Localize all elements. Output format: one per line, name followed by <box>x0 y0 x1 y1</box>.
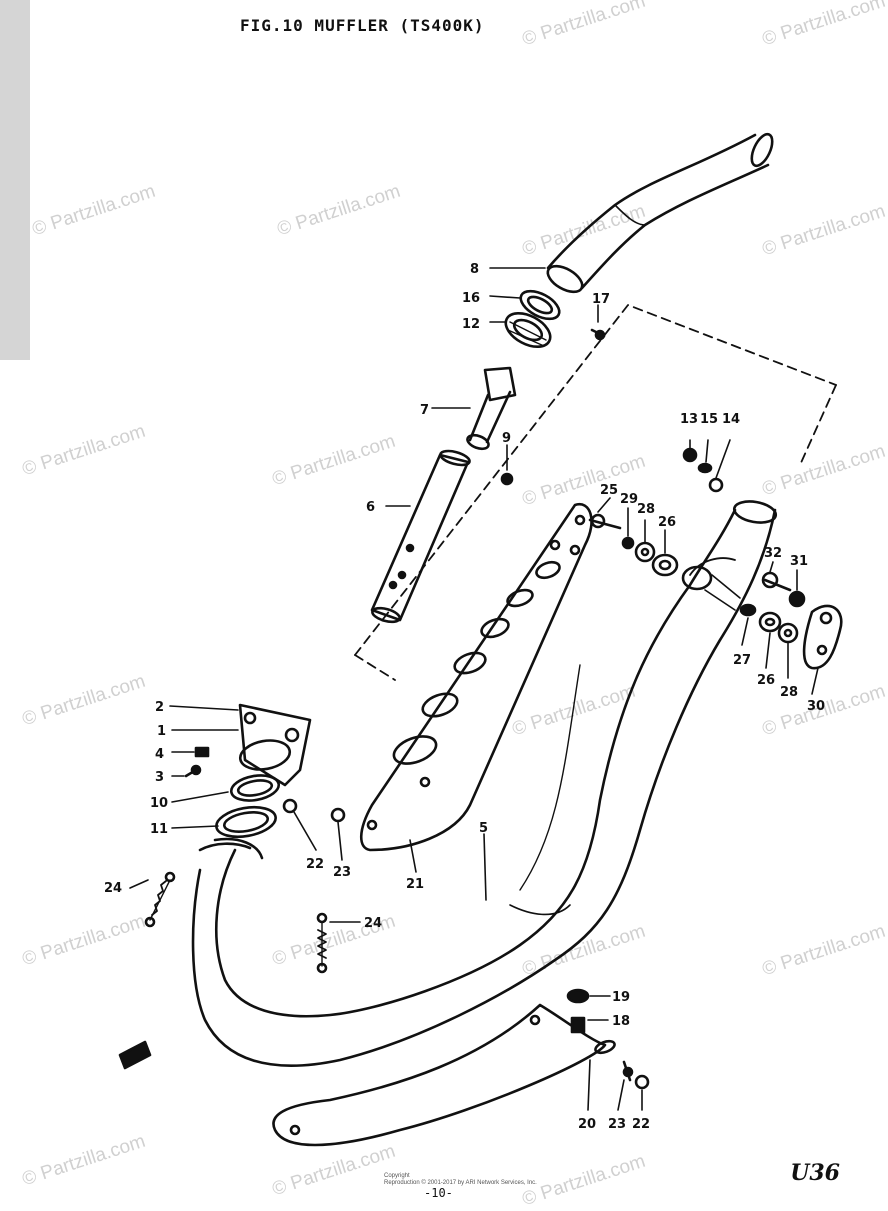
part-14-nut <box>708 477 724 493</box>
part-30-bracket <box>802 604 843 670</box>
callout-30: 30 <box>807 699 825 714</box>
dashed-frame <box>799 384 837 466</box>
callout-4: 4 <box>155 747 164 762</box>
part-18-bolt <box>570 1016 586 1034</box>
part-26-grommet <box>651 553 679 577</box>
callout-24: 24 <box>104 881 122 896</box>
part-24-spring <box>316 912 328 974</box>
part-29-washer <box>621 536 635 550</box>
callout-20: 20 <box>578 1117 596 1132</box>
callout-24b: 24 <box>364 916 382 931</box>
callout-26: 26 <box>658 515 676 530</box>
callout-13: 13 <box>680 412 698 427</box>
part-24-spring <box>144 871 176 928</box>
callout-23: 23 <box>333 865 351 880</box>
part-16-gasket <box>519 289 561 321</box>
part-11-gasket <box>215 805 277 839</box>
callout-17: 17 <box>592 292 610 307</box>
callout-27: 27 <box>733 653 751 668</box>
callout-12: 12 <box>462 317 480 332</box>
part-15-washer <box>697 462 713 474</box>
callout-18: 18 <box>612 1014 630 1029</box>
part-20-guard <box>272 1003 616 1147</box>
callout-25: 25 <box>600 483 618 498</box>
callout-28: 28 <box>637 502 655 517</box>
part-31-nut <box>788 590 806 608</box>
part-28-washer <box>634 541 656 563</box>
part-10-seal <box>229 774 281 802</box>
part-26-grommet-right <box>758 611 782 633</box>
callout-8: 8 <box>470 262 479 277</box>
callout-labels: 8 16 17 12 7 9 6 13 15 14 25 29 28 26 32… <box>104 262 825 1132</box>
callout-26b: 26 <box>757 673 775 688</box>
callout-11: 11 <box>150 822 168 837</box>
part-9-screw <box>500 472 514 486</box>
part-27-collar <box>739 603 757 617</box>
callout-2: 2 <box>155 700 164 715</box>
callout-1: 1 <box>157 724 166 739</box>
part-21-heat-shield <box>359 502 593 852</box>
part-12-spring-washer <box>504 311 552 349</box>
part-22-bolt <box>282 798 298 814</box>
callout-7: 7 <box>420 403 429 418</box>
callout-28b: 28 <box>780 685 798 700</box>
callout-23b: 23 <box>608 1117 626 1132</box>
callout-6: 6 <box>366 500 375 515</box>
scan-noise <box>0 0 30 360</box>
dashed-frame <box>354 304 837 656</box>
part-7-insert <box>466 366 517 451</box>
copyright-line: Reproduction © 2001-2017 by ARI Network … <box>384 1180 537 1186</box>
part-25-bolt <box>588 513 622 530</box>
callout-22b: 22 <box>632 1117 650 1132</box>
callout-16: 16 <box>462 291 480 306</box>
callout-5: 5 <box>479 821 488 836</box>
callout-22: 22 <box>306 857 324 872</box>
callout-14: 14 <box>722 412 740 427</box>
part-23-washer-lower <box>622 1060 634 1082</box>
callout-9: 9 <box>502 431 511 446</box>
dashed-frame <box>354 654 396 681</box>
part-3-stud <box>184 764 202 778</box>
front-arrow-icon <box>118 1040 152 1070</box>
callout-10: 10 <box>150 796 168 811</box>
callout-21: 21 <box>406 877 424 892</box>
part-19-nut <box>566 988 590 1004</box>
callout-31: 31 <box>790 554 808 569</box>
exhaust-pipe-bend <box>198 837 264 860</box>
callout-32: 32 <box>764 546 782 561</box>
part-32-bolt <box>761 571 792 592</box>
part-1-flange <box>238 703 312 787</box>
leader-lines <box>129 267 819 1111</box>
callout-19: 19 <box>612 990 630 1005</box>
part-8-tail-pipe <box>546 132 774 294</box>
copyright-notice: Copyright Reproduction © 2001-2017 by AR… <box>384 1173 537 1187</box>
part-6-baffle <box>370 449 471 624</box>
reference-code: U36 <box>790 1160 840 1186</box>
page-number: -10- <box>424 1186 453 1200</box>
callout-15: 15 <box>700 412 718 427</box>
callout-3: 3 <box>155 770 164 785</box>
copyright-line: Copyright <box>384 1173 410 1179</box>
part-17-bolt <box>590 328 606 341</box>
part-4-nut <box>194 746 210 758</box>
part-22-bolt-lower <box>634 1074 650 1090</box>
part-5-muffler <box>191 500 778 1067</box>
part-23-washer <box>330 807 346 823</box>
callout-29: 29 <box>620 492 638 507</box>
part-28-washer-right <box>777 622 799 644</box>
figure-title: FIG.10 MUFFLER (TS400K) <box>240 16 485 35</box>
